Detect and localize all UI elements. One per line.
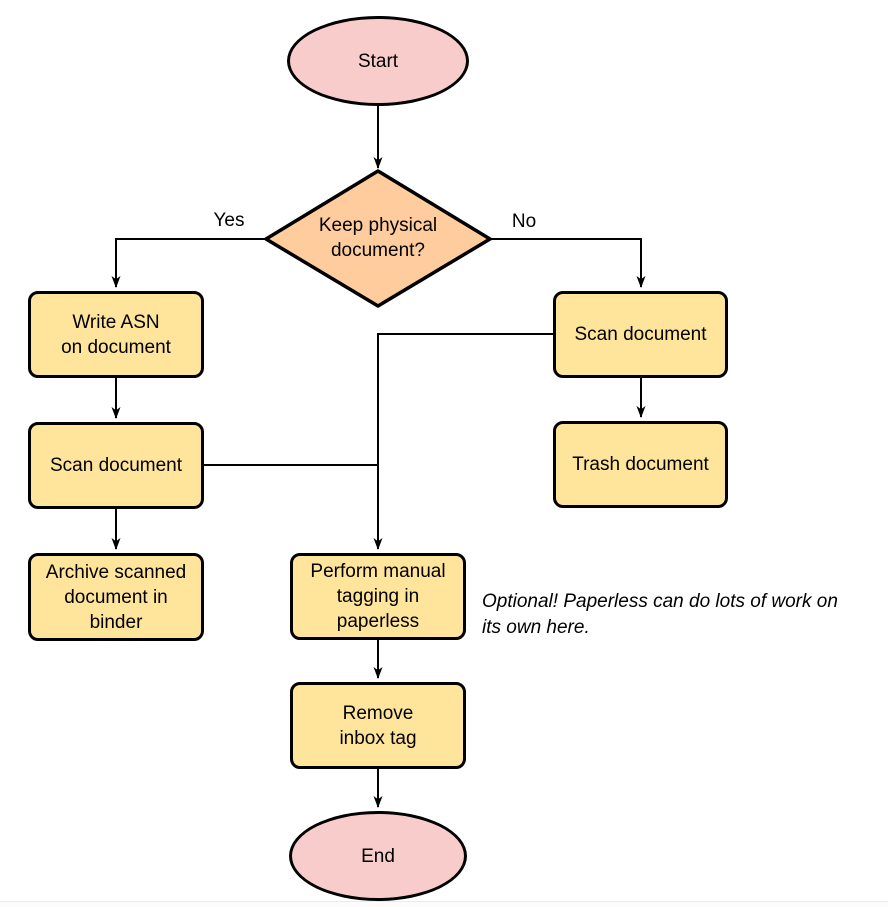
node-decision-label: Keep physical document?: [318, 215, 438, 261]
edge-scan-right-to-tagging: [373, 333, 553, 550]
node-archive-binder: Archive scanned document in binder: [28, 553, 204, 641]
node-remove-inbox-tag: Remove inbox tag: [290, 682, 466, 769]
node-end: End: [289, 811, 467, 901]
node-start: Start: [287, 16, 469, 106]
page-bottom-strip: [0, 902, 888, 907]
annotation-optional-note: Optional! Paperless can do lots of work …: [482, 591, 838, 638]
edge-decision-no-to-scan-right: [490, 238, 646, 288]
node-scan-document-right: Scan document: [553, 291, 728, 378]
page-bottom-divider: [0, 901, 888, 902]
node-trash-document: Trash document: [553, 421, 728, 508]
node-write-asn: Write ASN on document: [28, 291, 204, 378]
decision-diamond-shape: [264, 169, 492, 308]
edge-label-no: No: [498, 211, 550, 233]
edge-label-yes: Yes: [203, 210, 255, 232]
node-scan-document-left: Scan document: [28, 422, 204, 509]
node-perform-tagging: Perform manual tagging in paperless: [290, 553, 466, 640]
edge-decision-yes-to-write-asn: [111, 238, 266, 288]
